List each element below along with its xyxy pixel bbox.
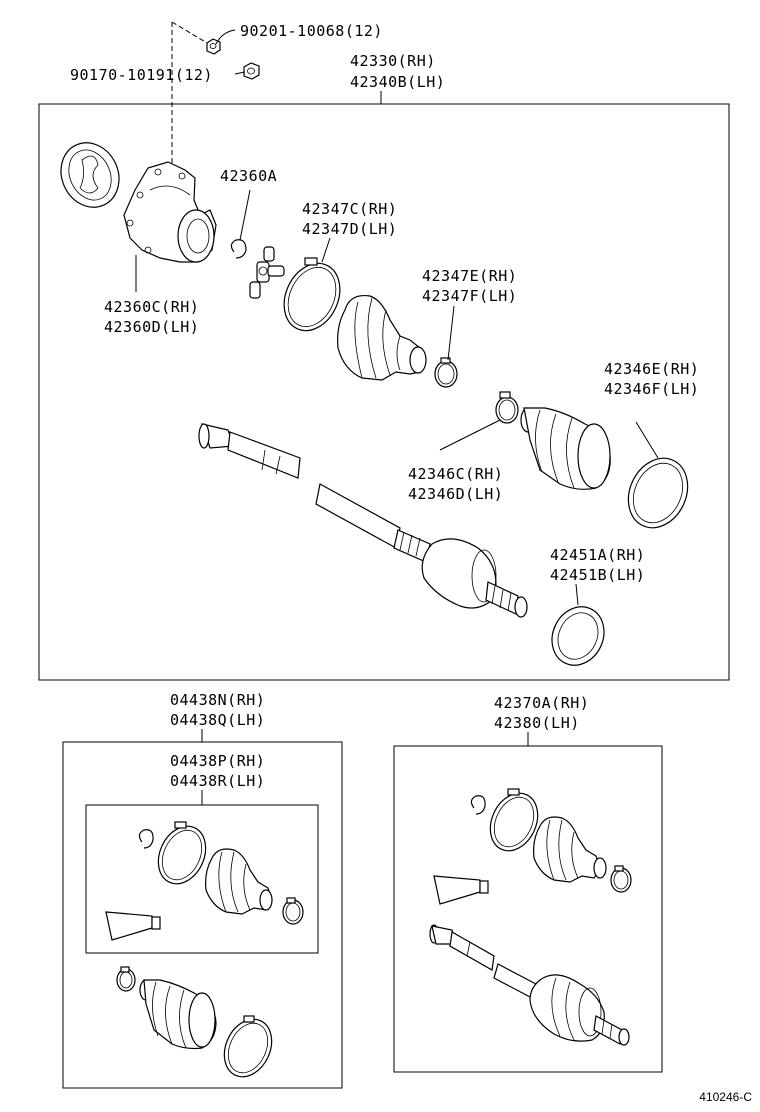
oj-cv-joint-part[interactable] — [529, 974, 630, 1046]
oj-inboard-big-clamp-part[interactable] — [481, 786, 546, 859]
kit-grease-pack-part[interactable] — [105, 911, 161, 941]
kit-inboard-small-clamp-part[interactable] — [282, 897, 304, 925]
inboard-big-clamp-lh-label: 42347D(LH) — [302, 220, 397, 238]
outboard-big-clamp-lh-label: 42346F(LH) — [604, 380, 699, 398]
shaft-assy-rh-label: 42330(RH) — [350, 52, 436, 70]
oj-inboard-small-clamp-part[interactable] — [610, 865, 632, 893]
nut-part[interactable] — [243, 62, 260, 80]
bolt-nut-group: 90201-10068(12) 90170-10191(12) — [70, 21, 383, 180]
oj-inboard-boot-part[interactable] — [533, 816, 607, 883]
shaft-assy-lh-label: 42340B(LH) — [350, 73, 445, 91]
outboard-small-clamp-rh-label: 42346C(RH) — [408, 465, 503, 483]
dust-seal-lh-label: 42451B(LH) — [550, 566, 645, 584]
outboard-big-clamp-rh-label: 42346E(RH) — [604, 360, 699, 378]
oj-shaft-part[interactable] — [429, 924, 537, 999]
boot-kit-box — [62, 741, 343, 1089]
tulip-housing-part[interactable] — [123, 161, 217, 263]
snap-ring-label: 42360A — [220, 167, 277, 185]
outboard-joint-rh-label: 42370A(RH) — [494, 694, 589, 712]
inboard-small-clamp-part[interactable] — [434, 357, 458, 388]
outboard-joint-lh-label: 42380(LH) — [494, 714, 580, 732]
tulip-lh-label: 42360D(LH) — [104, 318, 199, 336]
tripod-spider-part[interactable] — [249, 246, 285, 299]
outboard-small-clamp-part[interactable] — [495, 391, 519, 424]
kit-inboard-boot-part[interactable] — [205, 848, 273, 915]
outboard-small-clamp-lh-label: 42346D(LH) — [408, 485, 503, 503]
kit-outboard-big-clamp-part[interactable] — [215, 1012, 280, 1085]
tulip-rh-label: 42360C(RH) — [104, 298, 199, 316]
nut-label: 90170-10191(12) — [70, 66, 213, 84]
dust-seal-part[interactable] — [543, 598, 614, 674]
outboard-joint-box — [393, 745, 663, 1073]
inboard-small-clamp-rh-label: 42347E(RH) — [422, 267, 517, 285]
figure-ref: 410246-C — [699, 1090, 752, 1104]
kit-outboard-boot-part[interactable] — [139, 979, 217, 1050]
outboard-big-clamp-part[interactable] — [617, 449, 698, 538]
inboard-small-clamp-lh-label: 42347F(LH) — [422, 287, 517, 305]
boot-kit-inner-lh-label: 04438R(LH) — [170, 772, 265, 790]
kit-snap-ring-part[interactable] — [138, 829, 154, 849]
boot-kit-inner-rh-label: 04438P(RH) — [170, 752, 265, 770]
inboard-big-clamp-part[interactable] — [274, 254, 351, 339]
boot-kit-inner-box — [85, 804, 319, 954]
boot-kit-outer-rh-label: 04438N(RH) — [170, 691, 265, 709]
kit-outboard-small-clamp-part[interactable] — [116, 966, 136, 992]
boot-kit-outer-lh-label: 04438Q(LH) — [170, 711, 265, 729]
dust-seal-rh-label: 42451A(RH) — [550, 546, 645, 564]
oj-snap-ring-part[interactable] — [470, 795, 486, 815]
outer-cv-joint-part[interactable] — [421, 538, 528, 618]
snap-ring-part[interactable] — [230, 239, 247, 259]
shaft-assembly-box — [38, 103, 730, 681]
outboard-boot-part[interactable] — [520, 407, 611, 490]
inboard-big-clamp-rh-label: 42347C(RH) — [302, 200, 397, 218]
kit-inboard-big-clamp-part[interactable] — [149, 819, 214, 892]
inboard-boot-part[interactable] — [337, 294, 427, 381]
bolt-label: 90201-10068(12) — [240, 22, 383, 40]
cover-plate-part[interactable] — [51, 133, 130, 216]
drive-shaft-part[interactable] — [198, 423, 431, 563]
oj-grease-pack-part[interactable] — [433, 875, 489, 905]
